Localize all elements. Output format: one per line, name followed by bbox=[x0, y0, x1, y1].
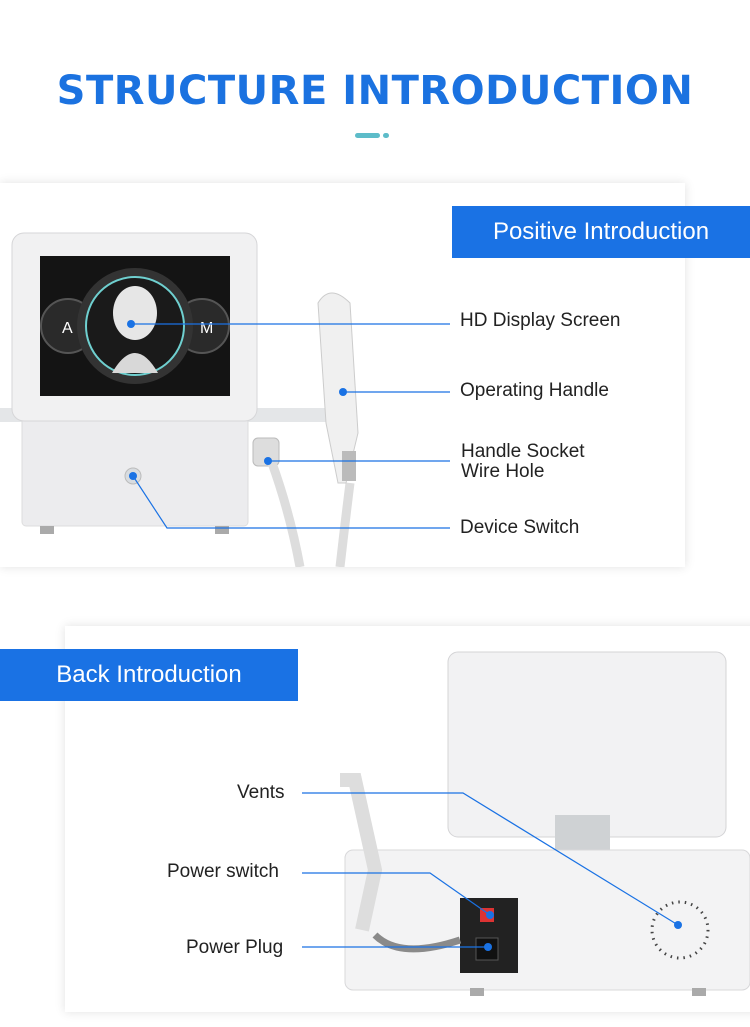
callout-dot bbox=[127, 320, 135, 328]
callout-dot bbox=[339, 388, 347, 396]
label-wire-hole: Wire Hole bbox=[461, 461, 545, 482]
callout-dot bbox=[486, 911, 494, 919]
label-vents: Vents bbox=[237, 782, 285, 803]
label-power-plug: Power Plug bbox=[186, 937, 284, 958]
screen-button-a: A bbox=[62, 320, 73, 337]
callout-dot bbox=[264, 457, 272, 465]
label-power-switch: Power switch bbox=[167, 861, 279, 882]
label-hd-display-screen: HD Display Screen bbox=[460, 310, 621, 331]
front-device-illustration: A M bbox=[0, 232, 359, 567]
title-divider bbox=[355, 133, 380, 138]
callout-line-power-switch bbox=[302, 872, 491, 916]
page-title: STRUCTURE INTRODUCTION bbox=[56, 68, 694, 114]
title-divider-dot bbox=[383, 133, 389, 138]
positive-introduction-banner: Positive Introduction bbox=[452, 206, 750, 258]
callout-line-switch bbox=[132, 475, 450, 529]
back-introduction-banner: Back Introduction bbox=[0, 649, 298, 701]
label-operating-handle: Operating Handle bbox=[460, 380, 609, 401]
callout-line-vents bbox=[302, 792, 679, 926]
callout-dot bbox=[484, 943, 492, 951]
label-handle-socket: Handle Socket bbox=[461, 441, 585, 462]
callout-dot bbox=[129, 472, 137, 480]
callout-dot bbox=[674, 921, 682, 929]
label-device-switch: Device Switch bbox=[460, 517, 580, 538]
